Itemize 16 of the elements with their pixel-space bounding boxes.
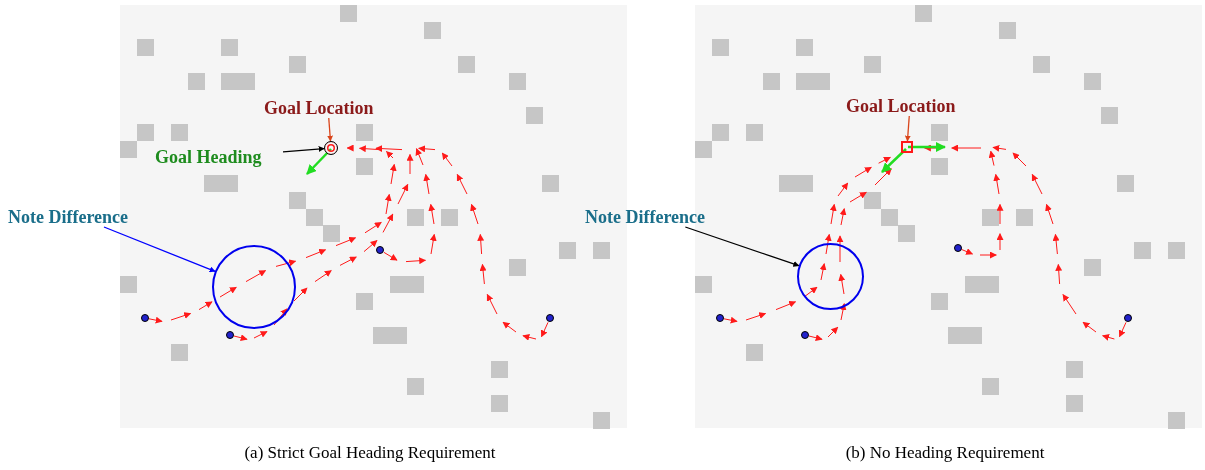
annotation-label: Goal Location: [846, 96, 974, 116]
leader-arrow: [282, 146, 325, 153]
highlight-circle: [212, 245, 296, 329]
highlight-circle: [797, 243, 864, 310]
annotation-label: Goal Location: [264, 98, 392, 118]
leader-arrow: [327, 117, 334, 142]
annotation-label: Note Difference: [8, 207, 150, 227]
leader-arrow: [103, 226, 216, 273]
goal-marker: [324, 141, 338, 155]
annotation-label: Goal Heading: [155, 147, 283, 167]
figure-caption: (b) No Heading Requirement: [845, 443, 1045, 463]
annotation-label: Note Difference: [585, 207, 727, 227]
figure-caption: (a) Strict Goal Heading Requirement: [244, 443, 496, 463]
leader-arrow: [904, 115, 911, 142]
leader-arrow: [684, 226, 800, 267]
goal-marker: [901, 141, 913, 153]
